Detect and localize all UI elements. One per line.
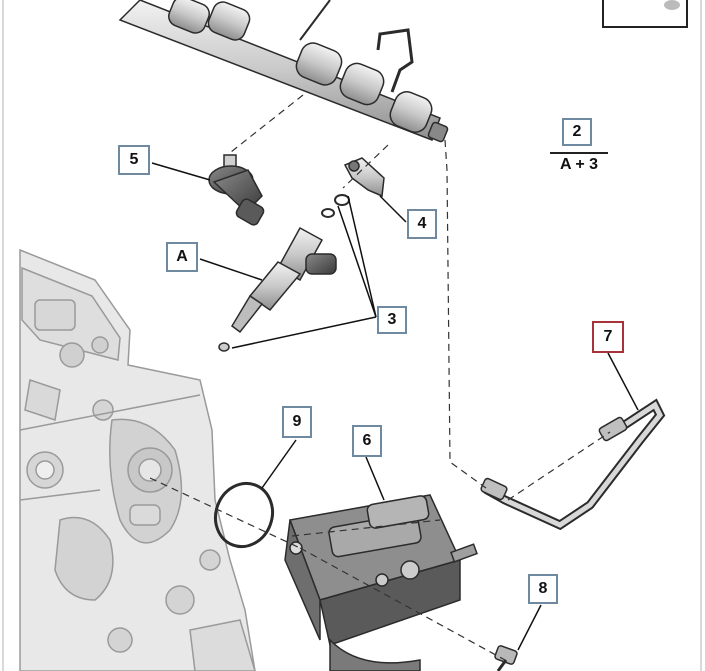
pressure-sensor	[208, 154, 265, 226]
mounting-bolt	[494, 645, 518, 671]
callout-6: 6	[352, 425, 382, 457]
callout-8: 8	[528, 574, 558, 604]
callout-a: A	[166, 242, 198, 272]
callout-5: 5	[118, 145, 150, 175]
reference-symbol-icon	[664, 0, 680, 10]
annotation-numerator: 2	[562, 118, 592, 146]
fuel-rail	[118, 0, 449, 143]
right-frame-line	[700, 0, 702, 671]
o-ring	[214, 481, 274, 549]
fuel-injector	[218, 226, 337, 352]
leader-lines	[151, 162, 639, 651]
callout-4: 4	[407, 209, 437, 239]
engine-block	[19, 248, 256, 671]
corner-reference-box	[602, 0, 688, 28]
left-frame-line	[2, 0, 4, 671]
high-pressure-pump	[284, 494, 478, 671]
quantity-annotation: 2 A + 3	[546, 118, 612, 178]
high-pressure-pipe	[480, 398, 666, 531]
injector-clip	[321, 157, 385, 218]
callout-9: 9	[282, 406, 312, 438]
callout-3: 3	[377, 306, 407, 334]
assembly-guide-lines	[149, 94, 611, 661]
annotation-denominator: A + 3	[559, 156, 599, 173]
fraction-bar	[550, 152, 608, 154]
callout-7: 7	[592, 321, 624, 353]
